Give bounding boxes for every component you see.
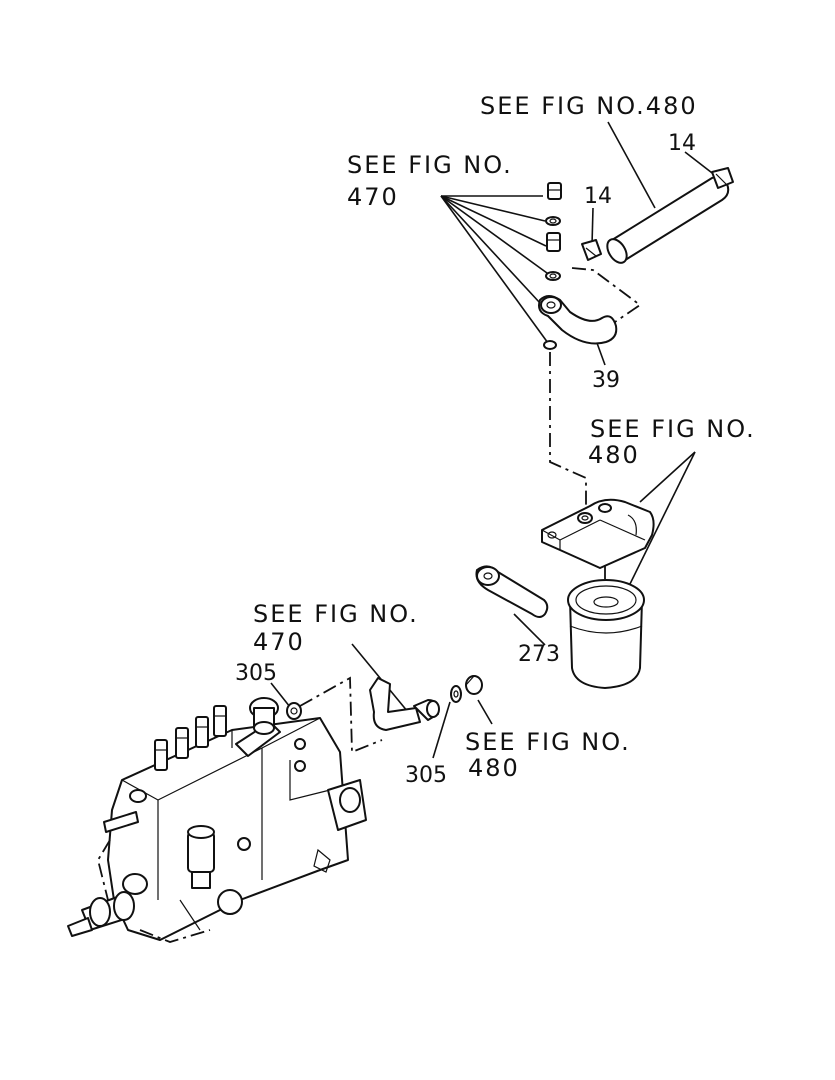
- callout-see-fig-470-top-line1: SEE FIG NO.: [347, 151, 513, 179]
- injection-pump: [67, 697, 367, 941]
- filter-head: [541, 498, 655, 569]
- callout-see-fig-480-low-line2: 480: [468, 754, 520, 782]
- callout-see-fig-470-top-line2: 470: [347, 183, 399, 211]
- callout-see-fig-480-low-line1: SEE FIG NO.: [465, 728, 631, 756]
- lower-pipe: [369, 677, 440, 731]
- cap-480: [465, 675, 483, 695]
- filter-cartridge: [567, 579, 645, 689]
- part-number-39: 39: [592, 368, 620, 393]
- callout-see-fig-480-mid-line1: SEE FIG NO.: [590, 415, 756, 443]
- bolt-stack: [543, 182, 562, 350]
- callout-see-fig-480-mid-line2: 480: [588, 441, 640, 469]
- hose-480: [606, 175, 730, 264]
- part-number-305-left: 305: [235, 661, 277, 686]
- callout-see-fig-480-top: SEE FIG NO.480: [480, 92, 698, 120]
- part-number-305-right: 305: [405, 763, 447, 788]
- pipe-39: [538, 295, 618, 345]
- washer-305-right: [450, 685, 462, 703]
- callout-see-fig-470-low-line2: 470: [253, 628, 305, 656]
- callout-see-fig-470-low-line1: SEE FIG NO.: [253, 600, 419, 628]
- assembly-line-pipe-to-head: [549, 352, 587, 515]
- assembly-line-pump-mount: [97, 839, 211, 943]
- clip-14-top: [711, 167, 734, 189]
- clip-14-mid: [581, 239, 602, 261]
- part-number-14-mid: 14: [584, 184, 612, 209]
- assembly-line-hose: [571, 267, 642, 323]
- part-number-14-top: 14: [668, 131, 696, 156]
- hose-273: [475, 565, 549, 618]
- part-number-273: 273: [518, 642, 560, 667]
- assembly-line-pump-inlet: [299, 676, 383, 754]
- leader-lines: [270, 121, 717, 759]
- washer-305-left: [286, 702, 302, 720]
